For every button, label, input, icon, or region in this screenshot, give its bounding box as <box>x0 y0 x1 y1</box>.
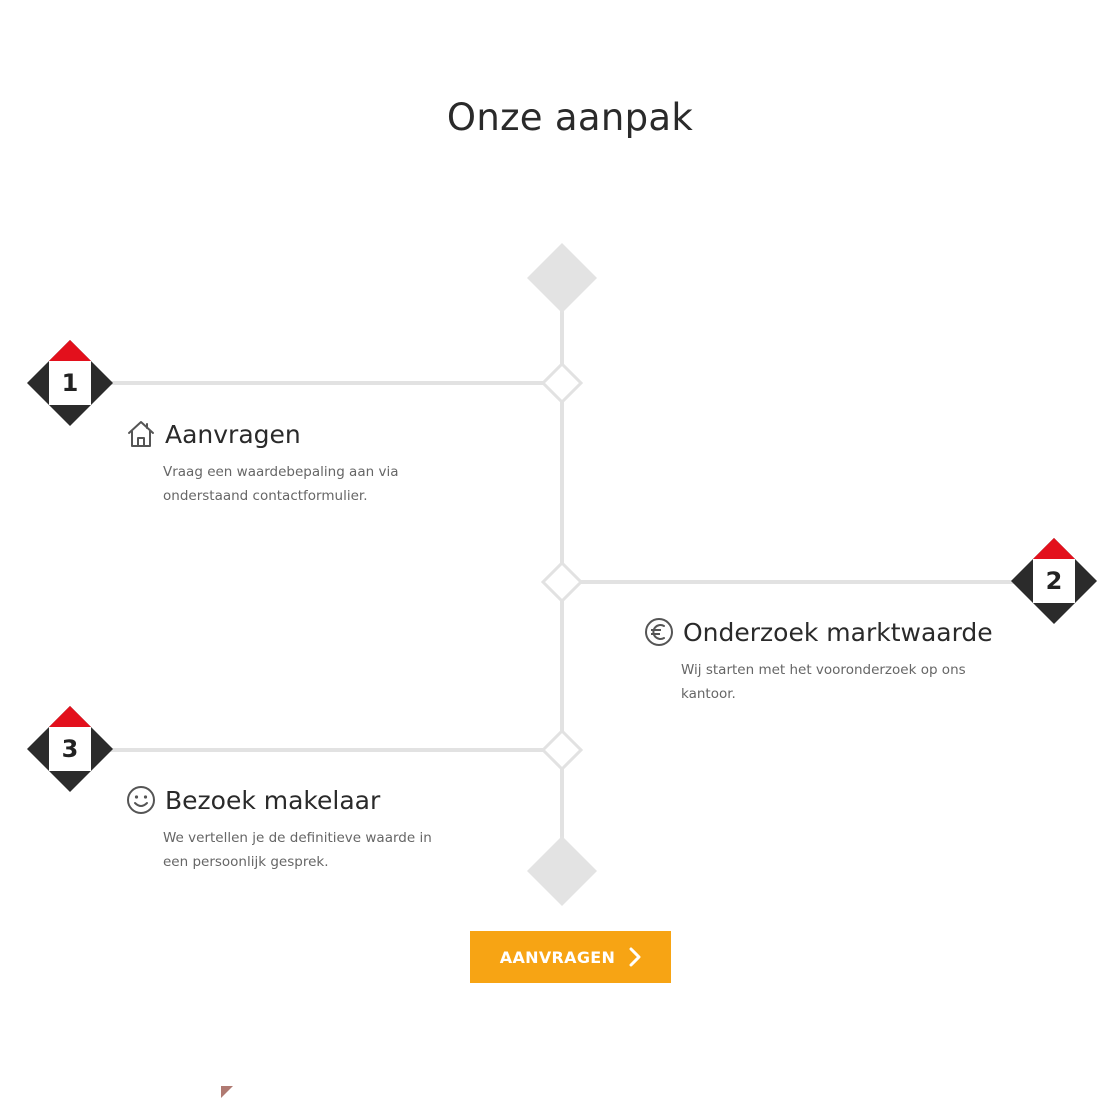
step-1-description: Vraag een waardebepaling aan via onderst… <box>163 460 398 508</box>
step-2-description-line-1: Wij starten met het vooronderzoek op ons <box>681 662 966 678</box>
house-icon <box>125 418 157 450</box>
step-1-title: Aanvragen <box>165 419 301 449</box>
step-2: Onderzoek marktwaarde Wij starten met he… <box>643 616 993 706</box>
timeline-end-diamond <box>527 836 597 906</box>
step-2-description-line-2: kantoor. <box>681 686 736 702</box>
smiley-icon <box>125 784 157 816</box>
step-1-badge: 1 <box>27 340 113 426</box>
step-1-number: 1 <box>61 369 79 397</box>
timeline-start-diamond <box>527 243 597 313</box>
aanvragen-button[interactable]: AANVRAGEN <box>470 931 671 983</box>
step-3-badge: 3 <box>27 706 113 792</box>
junction-step-2 <box>540 560 584 604</box>
step-3-header: Bezoek makelaar <box>125 784 432 816</box>
step-3: Bezoek makelaar We vertellen je de defin… <box>125 784 432 874</box>
step-3-title: Bezoek makelaar <box>165 785 381 815</box>
step-1-description-line-1: Vraag een waardebepaling aan via <box>163 464 399 480</box>
page-title: Onze aanpak <box>446 96 694 139</box>
step-2-header: Onderzoek marktwaarde <box>643 616 993 648</box>
step-1-header: Aanvragen <box>125 418 398 450</box>
junction-step-1 <box>540 361 584 405</box>
step-1-description-line-2: onderstaand contactformulier. <box>163 488 368 504</box>
corner-mark <box>221 1086 233 1098</box>
step-1: Aanvragen Vraag een waardebepaling aan v… <box>125 418 398 508</box>
step-2-number: 2 <box>1045 567 1063 595</box>
step-3-description-line-2: een persoonlijk gesprek. <box>163 854 329 870</box>
step-3-description: We vertellen je de definitieve waarde in… <box>163 826 432 874</box>
euro-icon <box>643 616 675 648</box>
step-3-number: 3 <box>61 735 79 763</box>
chevron-right-icon <box>629 947 641 967</box>
aanvragen-button-label: AANVRAGEN <box>499 947 616 967</box>
step-2-title: Onderzoek marktwaarde <box>683 617 993 647</box>
step-2-badge: 2 <box>1011 538 1097 624</box>
junction-step-3 <box>540 728 584 772</box>
step-2-description: Wij starten met het vooronderzoek op ons… <box>681 658 993 706</box>
step-3-description-line-1: We vertellen je de definitieve waarde in <box>163 830 432 846</box>
